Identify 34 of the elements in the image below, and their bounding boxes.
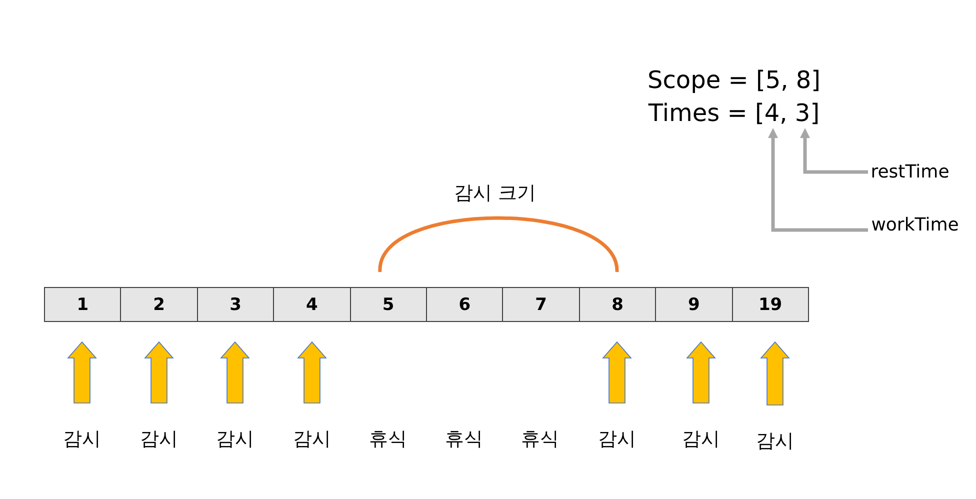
number-cell: 5 — [350, 287, 427, 322]
status-label: 감시 — [293, 426, 331, 452]
leader-arrow — [768, 128, 868, 232]
annotation-text: restTime — [870, 162, 950, 182]
formula-text: Times = [4, 3] — [648, 99, 820, 127]
number-cell: 7 — [502, 287, 580, 322]
status-label: 감시 — [598, 426, 636, 452]
number-cell: 2 — [120, 287, 198, 322]
status-label: 감시 — [63, 426, 101, 452]
status-label: 감시 — [682, 426, 720, 452]
leader-arrow — [800, 128, 868, 174]
number-cell: 6 — [426, 287, 504, 322]
block-arrow — [686, 341, 716, 404]
block-arrow — [297, 341, 327, 404]
number-cell: 19 — [732, 287, 809, 322]
formula-text: Scope = [5, 8] — [648, 66, 820, 94]
block-arrow — [220, 341, 250, 404]
number-cell: 3 — [196, 287, 274, 322]
block-arrow — [760, 341, 790, 406]
status-label: 감시 — [140, 426, 178, 452]
status-label: 휴식 — [521, 426, 559, 452]
annotation-text: workTime — [871, 214, 959, 236]
number-cell: 9 — [655, 287, 733, 322]
number-cell: 4 — [273, 287, 351, 322]
number-cell: 8 — [578, 287, 656, 322]
number-cell: 1 — [44, 287, 122, 322]
status-label: 휴식 — [445, 426, 483, 452]
block-arrow — [144, 341, 174, 404]
bracket-label: 감시 크기 — [454, 181, 536, 206]
status-label: 휴식 — [369, 426, 407, 452]
block-arrow — [67, 341, 97, 404]
status-label: 감시 — [756, 428, 794, 454]
block-arrow — [602, 341, 632, 404]
status-label: 감시 — [216, 426, 254, 452]
